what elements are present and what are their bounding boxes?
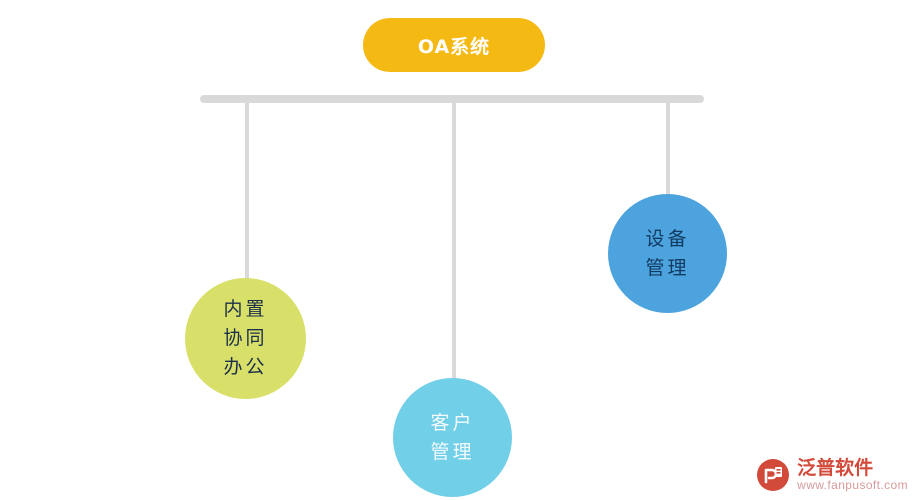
node-label-line: 设备: [645, 227, 690, 250]
node-label-line: 协同: [223, 327, 268, 349]
company-logo-icon: [756, 458, 790, 492]
node-label-line: 管理: [430, 440, 475, 463]
node-label-line: 客户: [430, 411, 475, 434]
node-label-line: 管理: [645, 256, 690, 279]
root-node-oa-system: OA系统: [363, 18, 545, 72]
watermark: 泛普软件 www.fanpusoft.com: [756, 458, 908, 492]
node-neizhi-xietong-bangong: 内置 协同 办公: [185, 278, 306, 399]
watermark-title: 泛普软件: [797, 456, 874, 479]
node-label-line: 内置: [223, 298, 268, 320]
root-node-label: OA系统: [417, 35, 491, 58]
horizontal-connector-bar: [200, 95, 704, 103]
connector-line-2: [452, 100, 456, 383]
node-kehu-guanli: 客户 管理: [393, 378, 512, 497]
node-shebei-guanli: 设备 管理: [608, 194, 727, 313]
node-label-line: 办公: [223, 356, 268, 378]
connector-line-1: [245, 100, 249, 282]
watermark-text: 泛普软件 www.fanpusoft.com: [797, 456, 908, 492]
connector-line-3: [666, 100, 670, 205]
watermark-url: www.fanpusoft.com: [797, 477, 908, 492]
